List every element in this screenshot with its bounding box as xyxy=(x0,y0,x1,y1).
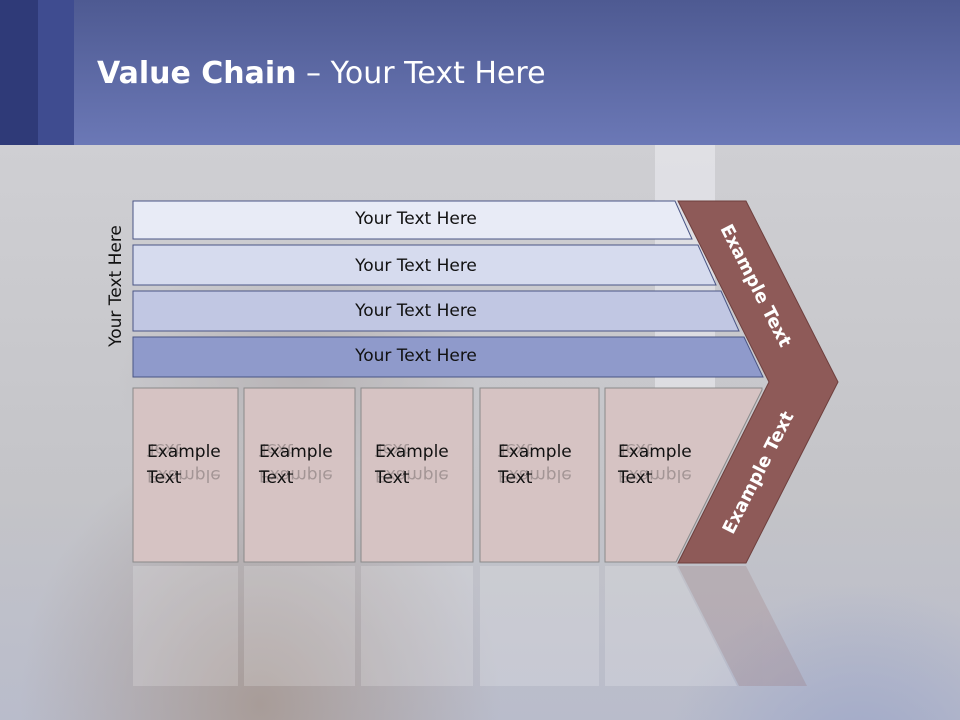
bar-1-label: Your Text Here xyxy=(355,209,477,229)
box-3-shape xyxy=(360,387,474,563)
box-1-reflection xyxy=(133,566,238,686)
box-1-line2: Text xyxy=(147,468,182,488)
box-1-line1: Example xyxy=(147,442,221,462)
title-banner: Value Chain – Your Text Here xyxy=(0,0,960,145)
side-axis-label: Your Text Here xyxy=(106,225,126,347)
box-2-line2: Text xyxy=(259,468,294,488)
box-5-shape xyxy=(604,387,763,563)
bar-4-label: Your Text Here xyxy=(355,346,477,366)
box-4-line1: Example xyxy=(498,442,572,462)
box-2-line1: Example xyxy=(259,442,333,462)
box-2-reflection xyxy=(244,566,355,686)
slide-title-rest: – Your Text Here xyxy=(296,56,546,91)
slide-title: Value Chain – Your Text Here xyxy=(97,52,546,96)
chevron-reflection xyxy=(678,566,807,686)
bar-3-label: Your Text Here xyxy=(355,301,477,321)
bar-2-label: Your Text Here xyxy=(355,256,477,276)
box-5-reflection xyxy=(605,566,737,686)
bar-4-shape xyxy=(132,336,764,378)
bar-1-shape xyxy=(132,200,693,240)
box-4-reflection xyxy=(480,566,599,686)
box-3-reflection xyxy=(361,566,473,686)
chevron-shape xyxy=(677,200,839,564)
box-2-shape xyxy=(243,387,356,563)
banner-accent-mid xyxy=(38,0,74,145)
banner-accent-dark xyxy=(0,0,38,145)
box-5-line1: Example xyxy=(618,442,692,462)
box-4-shape xyxy=(479,387,600,563)
box-5-line2: Text xyxy=(618,468,653,488)
reflection-shapes xyxy=(133,566,807,686)
box-4-line2: Text xyxy=(498,468,533,488)
slide-title-bold: Value Chain xyxy=(97,56,297,91)
bar-3-shape xyxy=(132,290,740,332)
box-3-line2: Text xyxy=(375,468,410,488)
box-3-line1: Example xyxy=(375,442,449,462)
bar-2-shape xyxy=(132,244,717,286)
box-1-shape xyxy=(132,387,239,563)
